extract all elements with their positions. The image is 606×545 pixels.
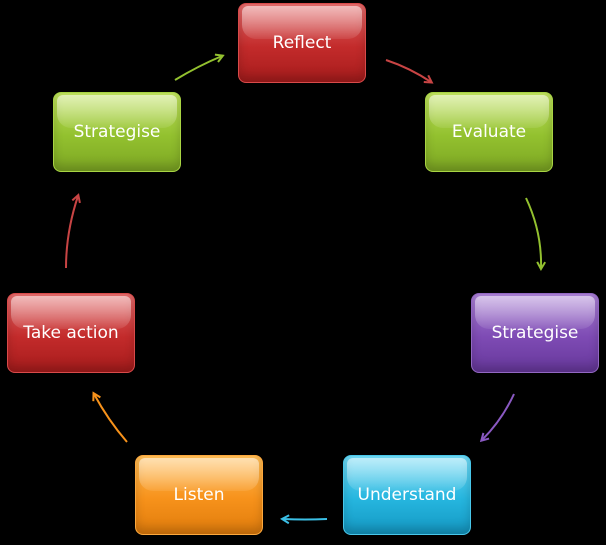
arrow-strategise-to-reflect [174, 56, 222, 81]
arrow-take-action-to-strategise [65, 196, 78, 269]
node-take-action-label: Take action [23, 323, 119, 343]
node-reflect-label: Reflect [272, 33, 332, 53]
node-evaluate-label: Evaluate [451, 122, 527, 142]
node-evaluate: Evaluate [425, 92, 553, 172]
node-understand-label: Understand [357, 485, 457, 505]
node-strategise-left-label: Strategise [73, 122, 161, 142]
node-strategise-right-label: Strategise [491, 323, 579, 343]
arrow-listen-to-take-action [94, 394, 128, 443]
arrow-understand-to-listen [283, 519, 328, 520]
node-strategise-right: Strategise [471, 293, 599, 373]
arrow-evaluate-to-strategise [525, 197, 541, 268]
node-take-action: Take action [7, 293, 135, 373]
node-reflect: Reflect [238, 3, 366, 83]
node-listen-label: Listen [173, 485, 225, 505]
node-understand: Understand [343, 455, 471, 535]
arrow-strategise-to-understand [482, 393, 515, 440]
node-strategise-left: Strategise [53, 92, 181, 172]
arrow-reflect-to-evaluate [385, 59, 431, 82]
node-listen: Listen [135, 455, 263, 535]
